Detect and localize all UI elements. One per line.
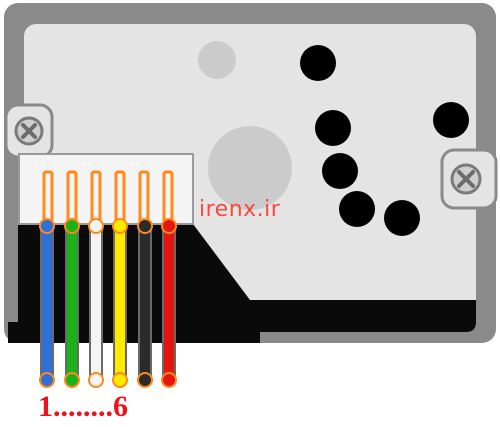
wire-2 [64, 218, 80, 388]
wire-4 [112, 218, 128, 388]
pin-number-label: 1........6 [38, 390, 128, 423]
sensor-hole [300, 45, 336, 81]
wire-3 [88, 218, 104, 388]
large-lens-opening [208, 126, 292, 210]
sensor-hole [384, 200, 420, 236]
mounting-screw-icon [450, 163, 482, 195]
wire-1 [39, 218, 55, 388]
mounting-screw-icon [14, 116, 44, 146]
watermark-text: irenx.ir [199, 197, 281, 222]
wire-6 [161, 218, 177, 388]
connector-pins [42, 170, 174, 222]
sensor-hole [339, 191, 375, 227]
sensor-hole [433, 102, 469, 138]
wire-5 [137, 218, 153, 388]
wire-group [39, 218, 177, 388]
sensor-hole [322, 153, 358, 189]
small-lens-opening [198, 41, 236, 79]
sensor-hole [315, 110, 351, 146]
